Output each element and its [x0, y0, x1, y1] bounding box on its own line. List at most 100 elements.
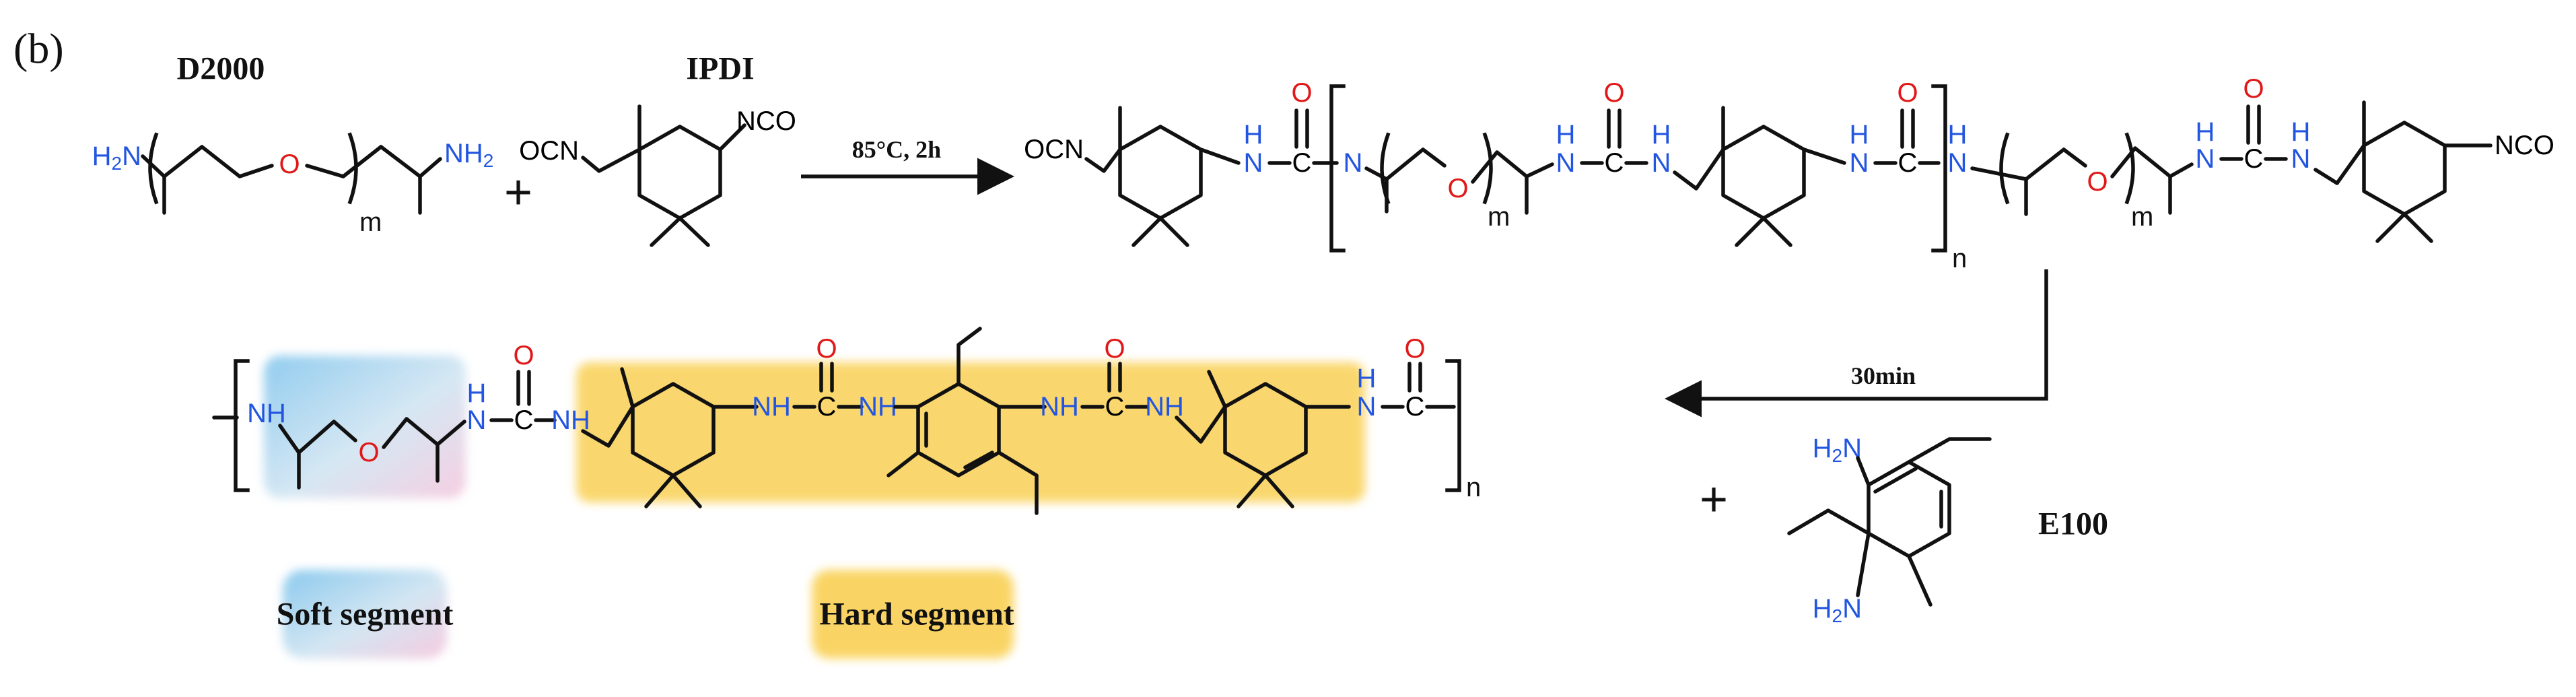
prepolymer-ether-o-1: O — [1447, 174, 1468, 203]
urea3-n: N — [1850, 148, 1869, 178]
prepolymer-m2-close — [2124, 132, 2135, 205]
prepolymer-left-nh-bond — [1199, 147, 1241, 165]
prepolymer-mid-gem-2 — [1762, 216, 1792, 247]
repeat-n1: N — [1344, 148, 1363, 178]
d2000-ether-oxygen: O — [279, 150, 300, 179]
soft-segment-label: Soft segment — [277, 597, 454, 632]
prepolymer-ocn-group: OCN — [1024, 135, 1084, 164]
plus-sign-2: + — [1700, 473, 1728, 527]
segment-legend: Soft segment Hard segment — [277, 570, 1014, 659]
product-ch2-1 — [581, 405, 635, 448]
ipdi-gem-methyl-1 — [650, 216, 682, 247]
d2000-repeat-m: m — [359, 207, 382, 237]
prepolymer-m-label: m — [1488, 202, 1510, 232]
urea1-n: N — [1244, 148, 1263, 178]
ipdi-gem-methyl-2 — [678, 216, 710, 247]
hard-segment-highlight — [576, 362, 1365, 502]
ipdi-label: IPDI — [686, 51, 754, 87]
d2000-chain-bond — [305, 145, 383, 178]
product-ring-1 — [631, 382, 716, 477]
product-ring1-methyl — [620, 367, 635, 409]
prepolymer-left-ring — [1118, 125, 1203, 220]
d2000-h2n-group: H2N — [92, 141, 141, 174]
e100-ring — [1867, 460, 1951, 558]
urea2-o: O — [1603, 78, 1624, 108]
urea4-h: H — [2196, 117, 2215, 147]
ureaB-o: O — [816, 334, 837, 364]
prepolymer-soft2-nh-bond — [2168, 162, 2194, 178]
prepolymer-left-gem-2 — [1158, 216, 1189, 247]
d2000-tail-bond — [341, 145, 442, 178]
product-n-label: n — [1466, 473, 1481, 502]
d2000-repeat-open — [148, 132, 159, 205]
ureaC-o: O — [1104, 334, 1125, 364]
ureaC-n1: NH — [1040, 392, 1079, 422]
prepolymer-mid-nh-bond — [1802, 147, 1846, 165]
urea3-o: O — [1897, 78, 1918, 108]
urea2-n2: N — [1652, 148, 1671, 178]
ipdi-nco-group: NCO — [736, 106, 796, 136]
ureaB-n2: NH — [858, 392, 897, 422]
ureaA-n: N — [467, 405, 487, 435]
prepolymer-soft2-bond-2 — [2110, 146, 2172, 178]
e100-methyl — [1907, 554, 1933, 607]
prepolymer-right-ring — [2362, 121, 2447, 216]
urea1-h: H — [1244, 120, 1263, 150]
hard-segment-label: Hard segment — [819, 597, 1014, 632]
prepolymer-right-gem-2 — [2402, 212, 2433, 243]
product-ch2-2 — [1175, 405, 1227, 444]
prepolymer-mid-ring — [1721, 125, 1806, 220]
urea3-c: C — [1898, 148, 1918, 178]
e100-ring-double-1 — [1873, 467, 1918, 494]
urea1-o: O — [1291, 78, 1312, 108]
terminal-h: H — [1948, 120, 1968, 150]
condition-step2: 30min — [1851, 362, 1916, 389]
ipdi-molecule: IPDI OCN NCO — [519, 51, 796, 247]
ureaB-c: C — [817, 392, 837, 422]
d2000-label: D2000 — [177, 51, 265, 87]
ureaD-n: N — [1357, 392, 1377, 422]
prepolymer-soft-nh-bond — [1525, 162, 1554, 178]
product-bracket-open — [234, 359, 250, 492]
urea4-h2: H — [2291, 117, 2311, 147]
product-ring2-gem-2 — [1263, 473, 1294, 508]
prepolymer-m2-open — [1999, 132, 2010, 205]
urea1-c: C — [1292, 148, 1312, 178]
prepolymer-soft2-bond-1 — [1970, 147, 2087, 181]
urea3-h: H — [1850, 120, 1869, 150]
urea4-n: N — [2196, 144, 2215, 174]
ureaD-h: H — [1357, 364, 1377, 393]
product-soft-bond-1 — [278, 420, 357, 455]
product-ring1-gem-2 — [671, 473, 702, 508]
ureaC-c: C — [1105, 392, 1125, 422]
plus-sign-1: + — [504, 166, 532, 220]
prepolymer-n-label: n — [1952, 244, 1967, 273]
e100-nh2-top-bond — [1856, 456, 1871, 487]
panel-label: (b) — [13, 25, 64, 73]
e100-label: E100 — [2038, 506, 2108, 542]
urea4-c: C — [2244, 144, 2264, 174]
urea2-c: C — [1605, 148, 1624, 178]
product-bracket-close — [1445, 359, 1461, 492]
prepolymer-mid-gem-1 — [1735, 216, 1766, 247]
condition-step1: 85°C, 2h — [852, 136, 941, 163]
d2000-backbone-bond — [141, 145, 274, 178]
product-soft-bond-2 — [382, 417, 466, 449]
d2000-molecule: D2000 H2N O NH2 m — [92, 51, 494, 238]
ureaB-n1: NH — [752, 392, 791, 422]
ureaA-o: O — [513, 341, 534, 370]
d2000-nh2-group: NH2 — [444, 139, 493, 171]
polyurea-product: NH O H N C O NH NH C O NH — [212, 327, 1481, 515]
product-ring-2 — [1223, 382, 1308, 477]
soft-segment-swatch — [283, 570, 447, 659]
d2000-repeat-close — [347, 132, 358, 205]
urea2-h2: H — [1652, 120, 1671, 150]
product-ethyl-bottom — [997, 451, 1039, 515]
product-ethyl-top — [956, 327, 982, 386]
prepolymer-right-ch2 — [2313, 143, 2366, 185]
ipdi-nco-bond — [718, 123, 746, 152]
terminal-n: N — [1948, 148, 1968, 178]
urea2-n: N — [1556, 148, 1576, 178]
ureaD-o: O — [1404, 334, 1425, 364]
